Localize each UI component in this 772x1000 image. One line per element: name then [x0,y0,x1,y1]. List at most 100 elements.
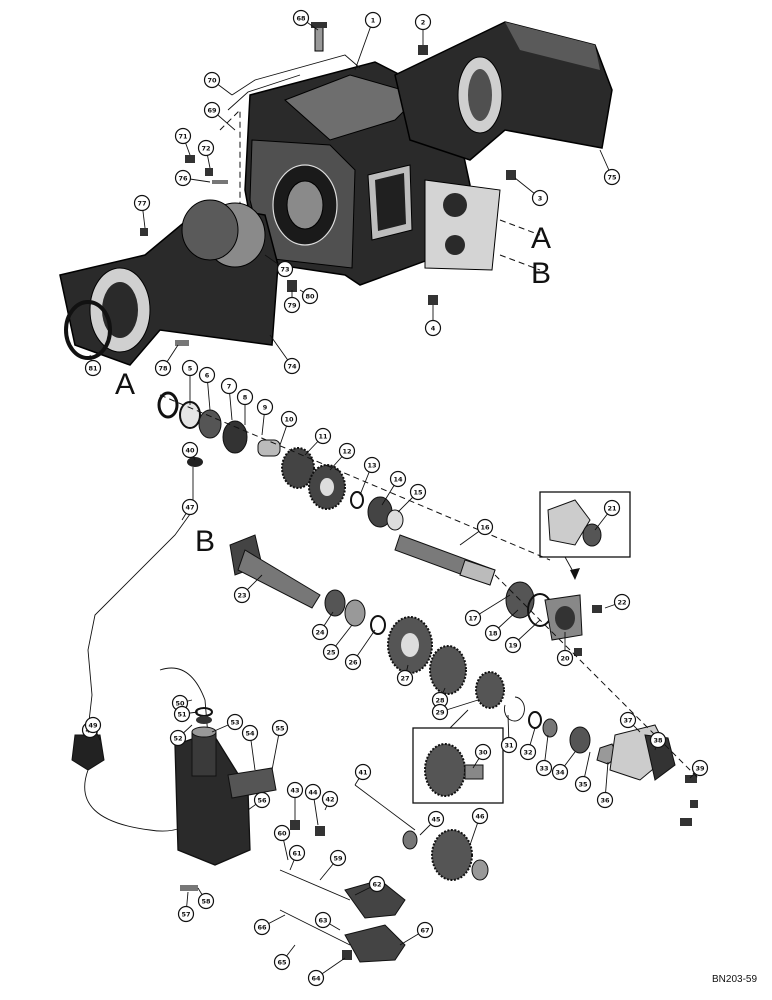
callout-12: 12 [329,442,356,471]
callout-circle-34 [551,763,569,781]
callout-circle-32 [519,743,537,761]
callout-number-73: 73 [280,266,289,274]
callout-number-35: 35 [578,781,588,789]
callout-number-52: 52 [173,735,182,743]
callout-65: 65 [273,944,296,971]
callout-63: 63 [314,911,341,931]
callout-number-64: 64 [311,975,321,983]
callout-14: 14 [381,470,407,506]
callout-number-79: 79 [287,302,297,310]
right-axle-housing [394,21,613,161]
callout-44: 44 [304,783,322,826]
callout-47: 47 [181,498,199,521]
callout-circle-56 [253,791,271,809]
callout-circle-35 [574,775,592,793]
shifter-housing [174,707,277,866]
callout-circle-46 [471,807,489,825]
callout-circle-61 [288,844,306,862]
callout-35: 35 [574,751,592,793]
callout-circle-44 [304,783,322,801]
callout-circle-20 [556,649,574,667]
callout-number-60: 60 [277,830,287,838]
callout-15: 15 [397,483,427,513]
callout-number-81: 81 [88,365,98,373]
callout-circle-11 [314,427,332,445]
callout-16: 16 [459,518,494,546]
callout-circle-49 [84,716,102,734]
callout-number-53: 53 [230,719,239,727]
callout-1: 1 [354,11,382,71]
callout-69: 69 [203,101,236,131]
callout-number-23: 23 [237,592,246,600]
callout-number-75: 75 [607,174,617,182]
callout-circle-64 [307,969,325,987]
callout-circle-14 [389,470,407,488]
callout-number-45: 45 [431,816,441,824]
callout-number-50: 50 [175,700,185,708]
callout-38: 38 [649,731,667,751]
callout-4: 4 [424,305,442,337]
callout-20: 20 [556,632,574,667]
callout-number-9: 9 [263,404,268,412]
callout-circle-47 [181,498,199,516]
callout-55: 55 [271,719,289,771]
callout-number-14: 14 [393,476,403,484]
callout-10: 10 [279,410,298,446]
callout-61: 61 [288,844,306,871]
callout-number-57: 57 [181,911,190,919]
callout-56: 56 [247,791,271,811]
callout-49: 49 [84,716,102,741]
callout-circle-21 [603,499,621,517]
callout-59: 59 [319,849,347,881]
left-axle-housing [59,199,279,366]
callout-circle-36 [596,791,614,809]
callout-circle-25 [322,643,340,661]
callout-number-26: 26 [348,659,358,667]
callout-circle-12 [338,442,356,460]
callout-circle-63 [314,911,332,929]
callout-number-13: 13 [367,462,376,470]
callout-circle-68 [292,9,310,27]
callout-circle-10 [280,410,298,428]
callout-27: 27 [396,664,414,687]
callout-number-12: 12 [342,448,351,456]
callout-circle-3 [531,189,549,207]
callout-18: 18 [484,609,519,642]
callout-circle-26 [344,653,362,671]
callout-number-8: 8 [243,394,248,402]
callout-number-74: 74 [287,363,297,371]
callout-circle-52 [169,729,187,747]
callout-circle-39 [691,759,709,777]
callout-circle-55 [271,719,289,737]
callout-circle-1 [364,11,382,29]
callout-22: 22 [604,593,631,611]
callout-number-4: 4 [431,325,436,333]
callout-number-78: 78 [158,365,168,373]
callout-66: 66 [253,914,286,936]
callout-number-44: 44 [308,789,318,797]
callout-circle-81 [84,359,102,377]
callout-60: 60 [273,824,291,861]
callout-13: 13 [359,456,381,496]
callout-number-49: 49 [88,722,98,730]
callout-number-20: 20 [560,655,570,663]
section-letter-a-gear-train: A [115,368,135,401]
callout-81: 81 [84,354,102,377]
callout-circle-78 [154,359,172,377]
callout-circle-58 [197,892,215,910]
callout-circle-59 [329,849,347,867]
callout-circle-5 [181,359,199,377]
shift-rods-and-forks [180,784,489,963]
callout-circle-24 [311,623,329,641]
callout-75: 75 [599,149,621,186]
callout-number-41: 41 [358,769,368,777]
callout-77: 77 [133,194,151,229]
callout-9: 9 [256,398,274,436]
callout-circle-62 [368,875,386,893]
callout-29: 29 [431,699,479,721]
inset-gear-box [412,709,504,804]
callout-number-22: 22 [617,599,626,607]
callout-30: 30 [472,743,492,769]
callout-33: 33 [535,734,553,777]
